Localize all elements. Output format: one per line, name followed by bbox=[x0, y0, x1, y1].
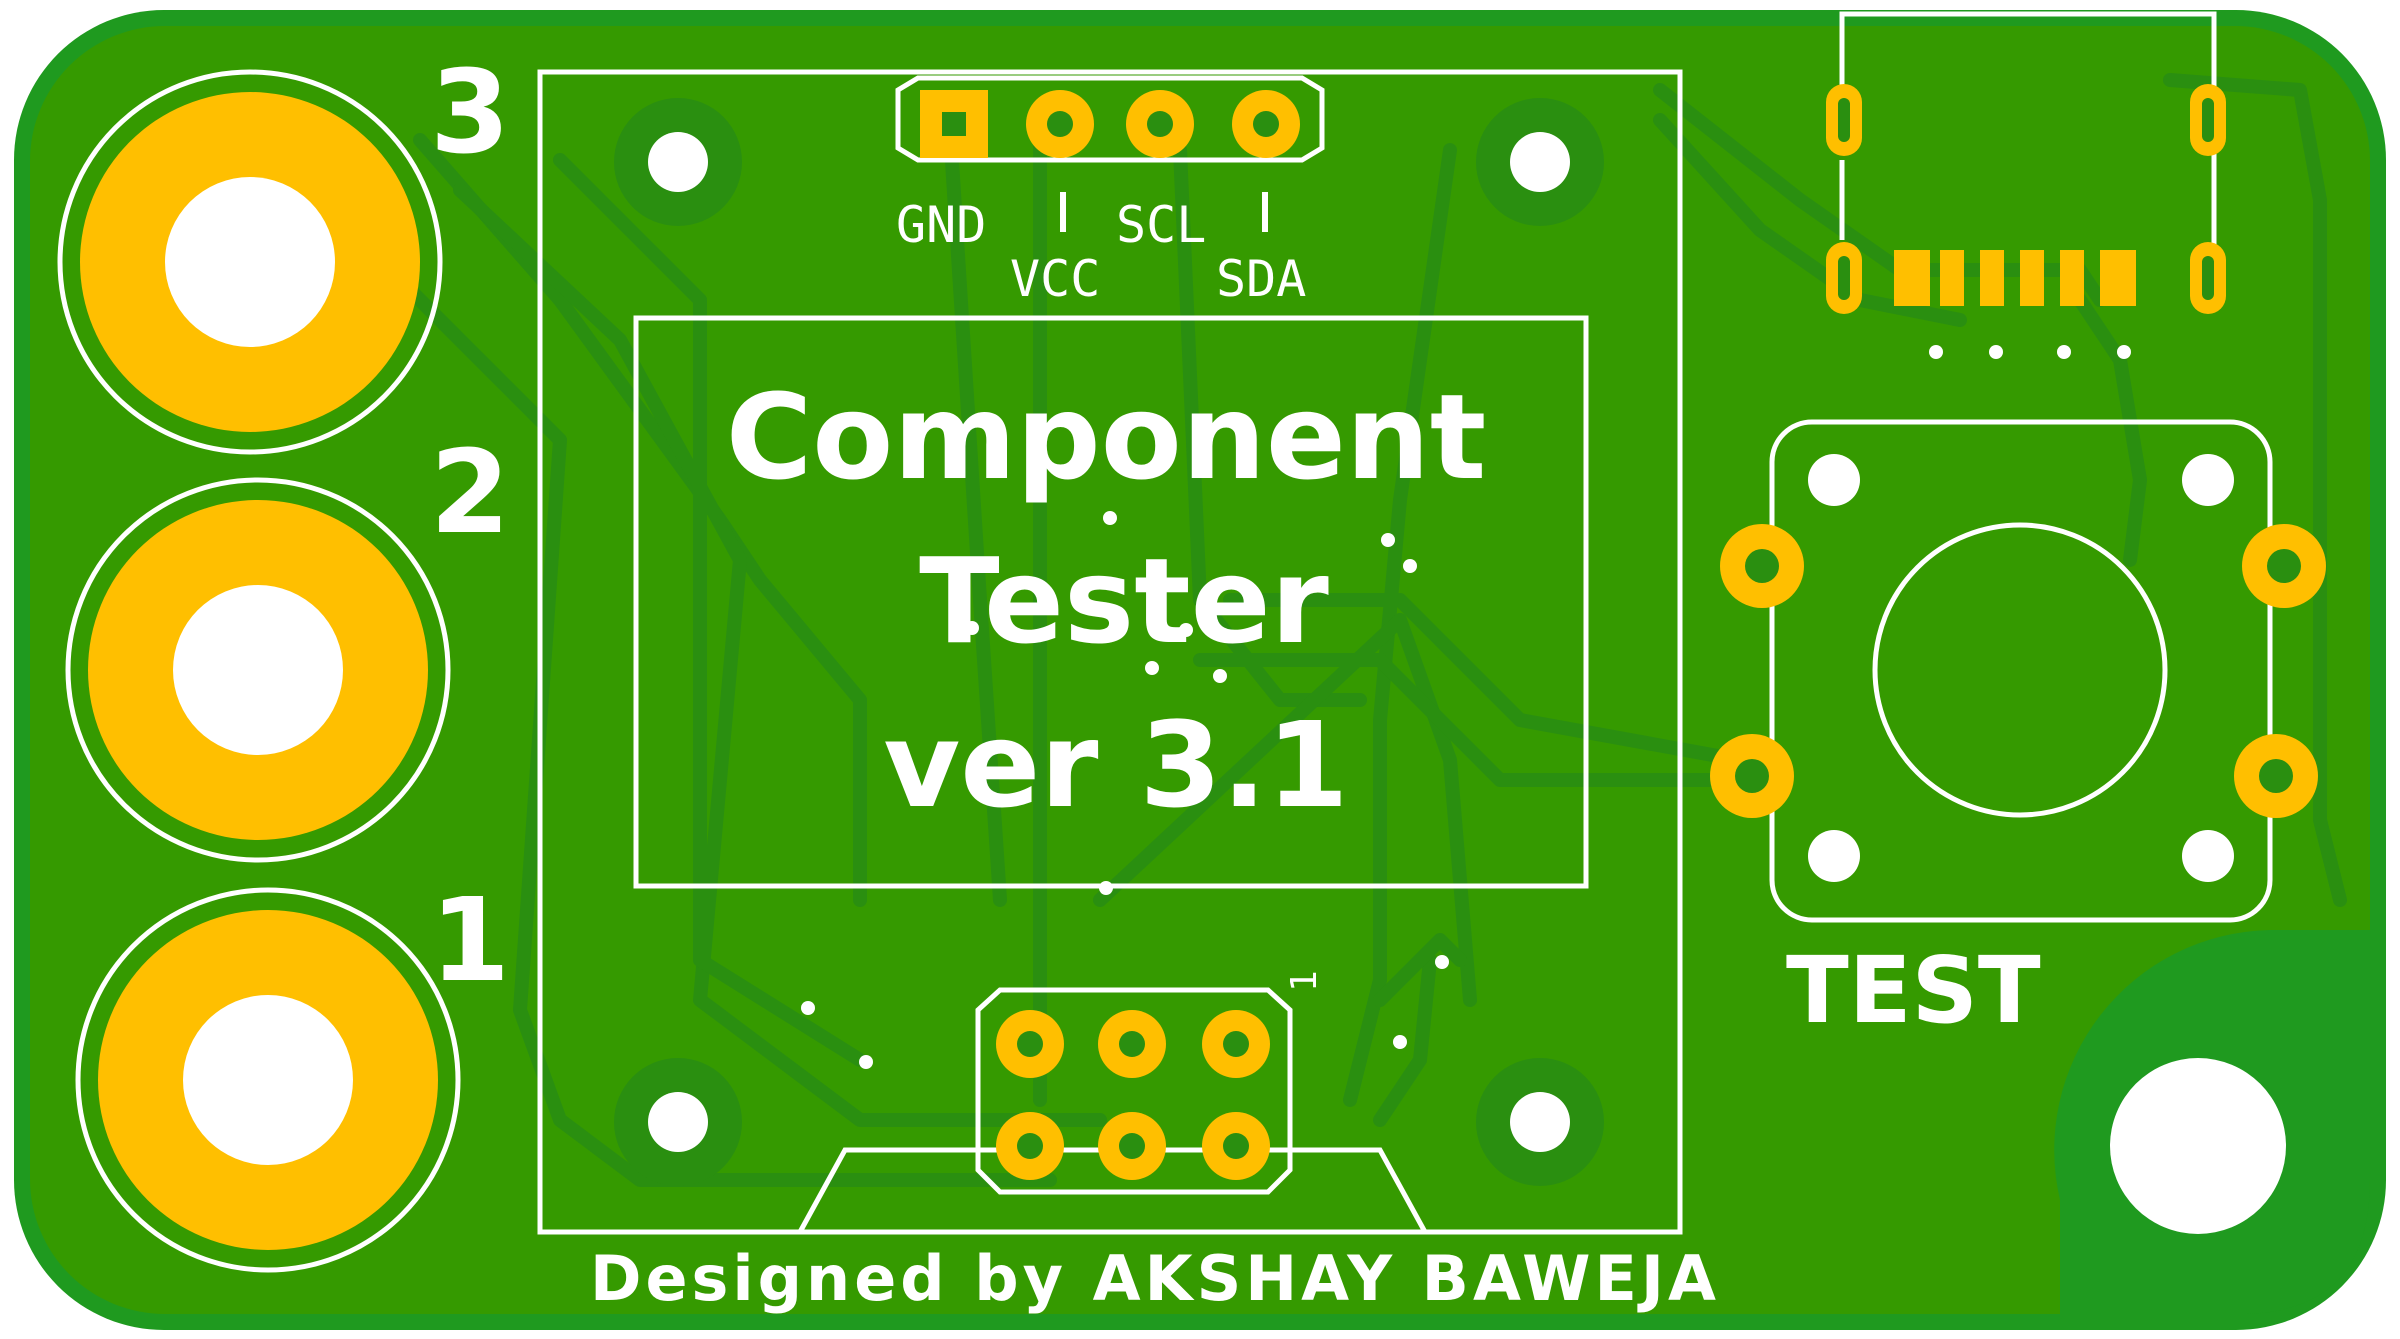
header-top bbox=[895, 75, 1325, 163]
terminal-3 bbox=[57, 69, 443, 455]
pin-label-scl: SCL bbox=[1116, 196, 1206, 254]
usb-connector bbox=[1826, 11, 2226, 314]
pin-label-sda: SDA bbox=[1216, 250, 1306, 308]
header-bottom bbox=[975, 987, 1293, 1195]
test-button-label: TEST bbox=[1786, 937, 2041, 1044]
mounting-hole-bl-inner bbox=[648, 1092, 708, 1152]
pin-label-vcc: VCC bbox=[1010, 250, 1100, 308]
vias bbox=[801, 345, 2131, 1069]
pin-label-gnd: GND bbox=[896, 196, 986, 254]
mounting-hole-tr-inner bbox=[1510, 132, 1570, 192]
terminal-label-2: 2 bbox=[430, 426, 510, 560]
display-outline bbox=[537, 69, 1683, 1235]
title-line-3: ver 3.1 bbox=[883, 696, 1348, 834]
mounting-hole-br-inner bbox=[1510, 1092, 1570, 1152]
mounting-hole-tl-inner bbox=[648, 132, 708, 192]
display-mounting-holes bbox=[614, 98, 1604, 1186]
credit-text: Designed by AKSHAY BAWEJA bbox=[590, 1242, 1720, 1315]
title-line-2: Tester bbox=[919, 532, 1329, 670]
terminal-label-3: 3 bbox=[430, 46, 510, 180]
pin-divider-2 bbox=[1262, 192, 1268, 232]
title-line-1: Component bbox=[726, 368, 1487, 506]
copper-pour bbox=[30, 26, 2370, 1314]
terminal-label-1: 1 bbox=[430, 874, 510, 1008]
board-mounting-hole bbox=[2110, 1058, 2286, 1234]
test-button bbox=[1710, 419, 2326, 923]
terminal-1 bbox=[75, 887, 461, 1273]
terminal-2 bbox=[65, 477, 451, 863]
pin-divider-1 bbox=[1060, 192, 1066, 232]
header-bottom-pin1-label: 1 bbox=[1284, 970, 1325, 992]
